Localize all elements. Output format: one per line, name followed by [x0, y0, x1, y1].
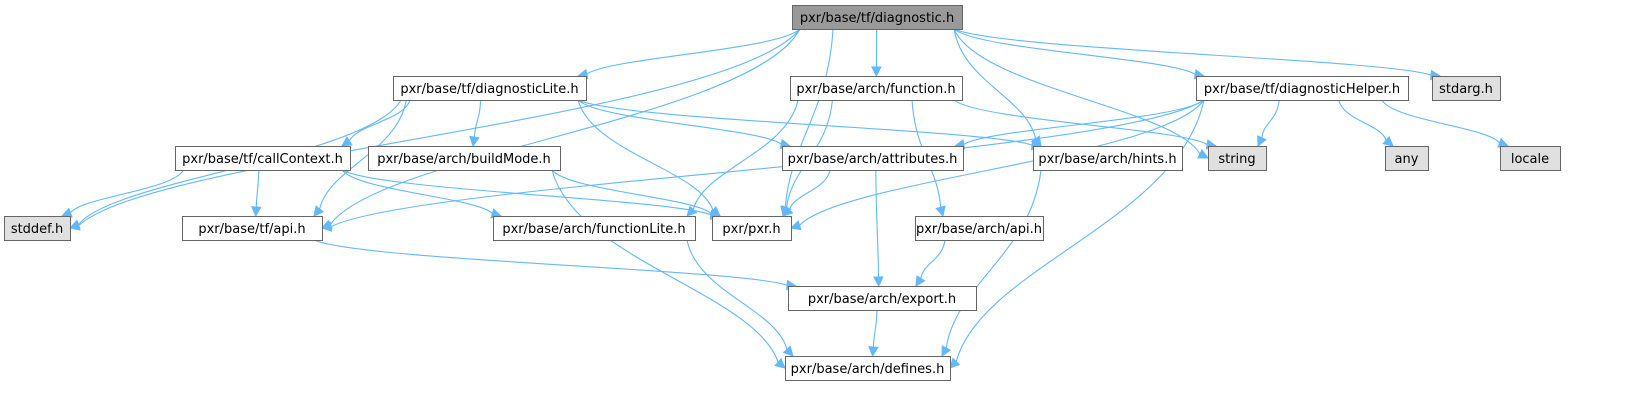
edge-diagnostic-to-diagnosticHelper — [953, 28, 1206, 80]
arrowhead-icon — [1497, 137, 1510, 148]
edge-functionLite-to-defines — [686, 239, 794, 357]
arrowhead-icon — [320, 221, 333, 232]
nodes-layer: pxr/base/tf/diagnostic.h pxr/base/tf/diag… — [4, 5, 1561, 381]
node-label: pxr/base/tf/callContext.h — [182, 152, 343, 167]
node-label: stddef.h — [11, 222, 63, 237]
arrowhead-icon — [782, 345, 794, 357]
node-tfapi[interactable]: pxr/base/tf/api.h — [182, 216, 323, 241]
node-label: pxr/base/arch/functionLite.h — [502, 222, 685, 237]
node-label: pxr/base/arch/defines.h — [791, 362, 945, 377]
edge-hints-to-defines — [941, 169, 1042, 357]
edge-diagnosticHelper-to-pxr — [789, 99, 1205, 231]
node-attributes[interactable]: pxr/base/arch/attributes.h — [782, 146, 964, 171]
arrowhead-icon — [789, 220, 802, 231]
edge-diagnostic-to-pxr — [780, 28, 834, 218]
arrowhead-icon — [873, 276, 884, 288]
edge-diagnosticHelper-to-any — [1338, 99, 1394, 147]
arrowhead-icon — [60, 207, 73, 218]
arrowhead-icon — [941, 345, 952, 357]
edge-diagnosticLite-to-callContext — [341, 99, 411, 147]
edge-function-to-functionLite — [686, 99, 799, 217]
node-locale: locale — [1500, 146, 1561, 171]
edge-tfapi-to-export — [313, 239, 798, 291]
node-pxr[interactable]: pxr/pxr.h — [712, 216, 792, 241]
edge-diagnosticHelper-to-string — [1257, 99, 1280, 148]
edge-diagnosticHelper-to-locale — [1381, 99, 1510, 148]
node-callContext[interactable]: pxr/base/tf/callContext.h — [175, 146, 351, 171]
edge-callContext-to-pxr — [341, 169, 722, 221]
node-function[interactable]: pxr/base/arch/function.h — [790, 76, 963, 101]
node-label: pxr/base/arch/function.h — [796, 82, 955, 97]
arrowhead-icon — [686, 205, 698, 217]
arrowhead-icon — [68, 219, 81, 230]
edge-diagnosticLite-to-tfapi — [313, 99, 407, 217]
edge-diagnosticHelper-to-defines — [949, 99, 1205, 369]
node-label: pxr/base/arch/export.h — [808, 292, 956, 307]
node-any: any — [1385, 146, 1429, 171]
arrowhead-icon — [782, 205, 794, 217]
node-label: pxr/pxr.h — [722, 222, 780, 237]
node-stddef: stddef.h — [4, 216, 71, 241]
node-label: string — [1218, 152, 1255, 167]
edge-callContext-to-stddef — [60, 169, 185, 218]
edge-attributes-to-pxr — [782, 169, 831, 217]
node-label: locale — [1511, 152, 1549, 167]
edge-diagnostic-to-diagnosticLite — [576, 28, 801, 80]
node-diagnostic: pxr/base/tf/diagnostic.h — [792, 5, 963, 30]
arrowhead-icon — [469, 135, 480, 148]
arrowhead-icon — [1257, 135, 1267, 148]
node-hints[interactable]: pxr/base/arch/hints.h — [1033, 146, 1183, 171]
edge-archapi-to-export — [915, 239, 946, 287]
node-label: pxr/base/tf/api.h — [198, 222, 305, 237]
node-diagnosticLite[interactable]: pxr/base/tf/diagnosticLite.h — [393, 76, 587, 101]
arrowhead-icon — [1382, 135, 1394, 147]
edge-diagnosticLite-to-buildMode — [469, 99, 482, 148]
node-label: pxr/base/arch/hints.h — [1038, 152, 1176, 167]
arrowhead-icon — [1197, 148, 1209, 159]
arrowhead-icon — [313, 205, 325, 217]
arrowhead-icon — [868, 346, 879, 358]
arrowhead-icon — [949, 357, 961, 369]
node-label: pxr/base/tf/diagnosticHelper.h — [1204, 82, 1400, 97]
node-label: any — [1395, 152, 1419, 167]
node-label: pxr/base/arch/attributes.h — [788, 152, 958, 167]
edge-diagnostic-to-function — [871, 28, 882, 78]
edge-export-to-defines — [868, 309, 879, 358]
arrowhead-icon — [935, 205, 946, 218]
edge-callContext-to-tfapi — [251, 169, 262, 218]
edge-function-to-string — [953, 99, 1218, 150]
node-stdarg: stdarg.h — [1432, 76, 1501, 101]
node-label: stdarg.h — [1439, 82, 1493, 97]
edge-attributes-to-export — [873, 169, 884, 288]
arrowhead-icon — [251, 206, 262, 218]
node-functionLite[interactable]: pxr/base/arch/functionLite.h — [493, 216, 696, 241]
node-export[interactable]: pxr/base/arch/export.h — [788, 286, 977, 311]
node-label: pxr/base/arch/buildMode.h — [377, 152, 551, 167]
node-label: pxr/base/tf/diagnosticLite.h — [400, 82, 578, 97]
edge-buildMode-to-defines — [551, 169, 786, 369]
edges-layer — [60, 28, 1510, 369]
edge-buildMode-to-pxr — [551, 169, 722, 219]
node-archapi[interactable]: pxr/base/arch/api.h — [915, 216, 1044, 241]
node-diagnosticHelper[interactable]: pxr/base/tf/diagnosticHelper.h — [1196, 76, 1409, 101]
node-buildMode[interactable]: pxr/base/arch/buildMode.h — [368, 146, 561, 171]
arrowhead-icon — [871, 66, 882, 78]
node-string: string — [1208, 146, 1267, 171]
edge-diagnostic-to-stddef — [68, 28, 801, 231]
arrowhead-icon — [341, 136, 353, 147]
arrowhead-icon — [915, 275, 926, 287]
node-defines[interactable]: pxr/base/arch/defines.h — [785, 356, 951, 381]
arrowhead-icon — [774, 357, 786, 369]
node-label: pxr/base/tf/diagnostic.h — [800, 11, 954, 26]
node-label: pxr/base/arch/api.h — [916, 222, 1042, 237]
edge-diagnosticHelper-to-tfapi — [320, 99, 1205, 232]
